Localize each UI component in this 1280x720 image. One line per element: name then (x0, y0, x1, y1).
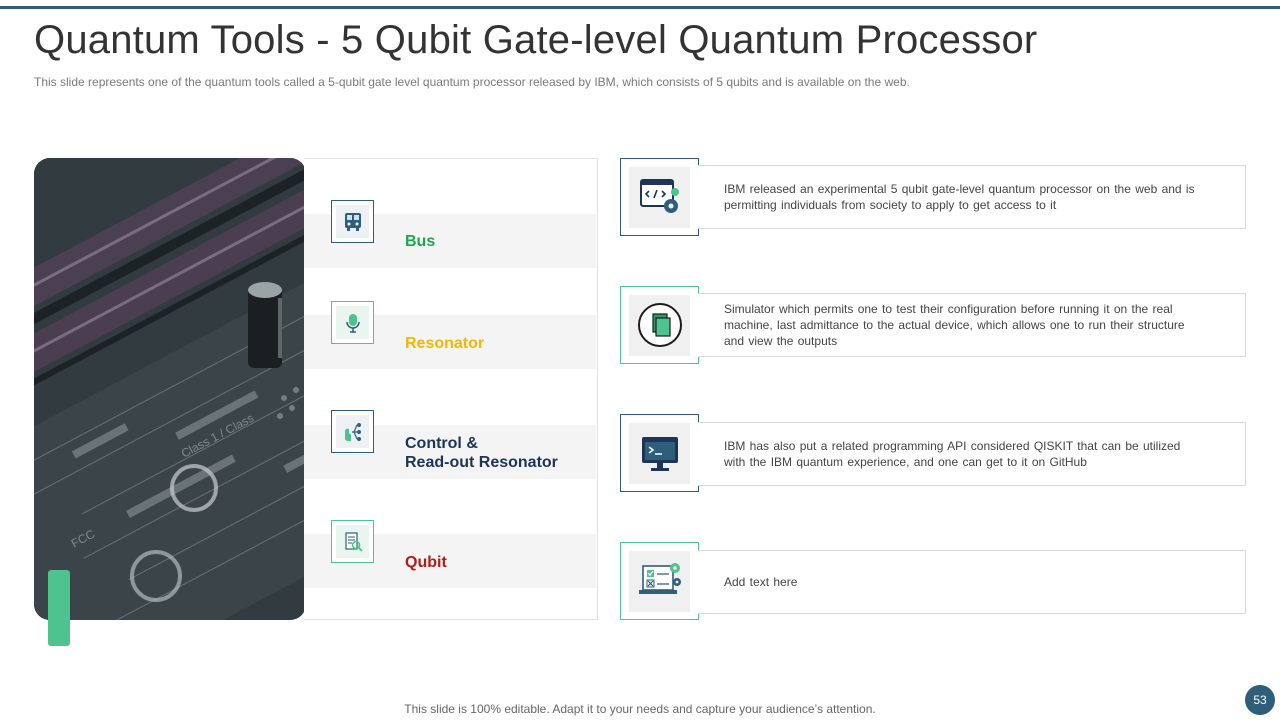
page-number-badge: 53 (1245, 685, 1275, 715)
accent-bar (48, 570, 70, 646)
description-box-1: IBM released an experimental 5 qubit gat… (698, 165, 1246, 229)
component-label-qubit: Qubit (405, 554, 447, 571)
component-label-control-line2: Read-out Resonator (405, 454, 558, 471)
laptop-checklist-icon (620, 542, 699, 620)
description-text-3: IBM has also put a related programming A… (724, 439, 1181, 469)
terminal-monitor-icon (620, 414, 699, 492)
code-gear-icon (620, 158, 699, 236)
component-label-bus: Bus (405, 233, 436, 250)
document-search-icon (331, 520, 374, 563)
description-box-2: Simulator which permits one to test thei… (698, 293, 1246, 357)
circuit-board-photo: Class 1 / Class FCC (34, 158, 306, 620)
top-rule (0, 6, 1280, 9)
slide-footer: This slide is 100% editable. Adapt it to… (404, 702, 876, 716)
component-label-control: Control & Read-out Resonator (405, 434, 558, 472)
description-box-4: Add text here (698, 550, 1246, 614)
documents-circle-icon (620, 286, 699, 364)
description-box-3: IBM has also put a related programming A… (698, 422, 1246, 486)
description-text-2: Simulator which permits one to test thei… (724, 302, 1185, 348)
description-text-1: IBM released an experimental 5 qubit gat… (724, 182, 1195, 212)
microphone-icon (331, 301, 374, 344)
bus-icon (331, 200, 374, 243)
description-text-4: Add text here (724, 575, 798, 589)
slide-title: Quantum Tools - 5 Qubit Gate-level Quant… (34, 18, 1038, 62)
slide-subtitle: This slide represents one of the quantum… (34, 75, 910, 89)
touch-network-icon (331, 410, 374, 453)
component-label-resonator: Resonator (405, 335, 485, 352)
component-label-control-line1: Control & (405, 435, 478, 452)
